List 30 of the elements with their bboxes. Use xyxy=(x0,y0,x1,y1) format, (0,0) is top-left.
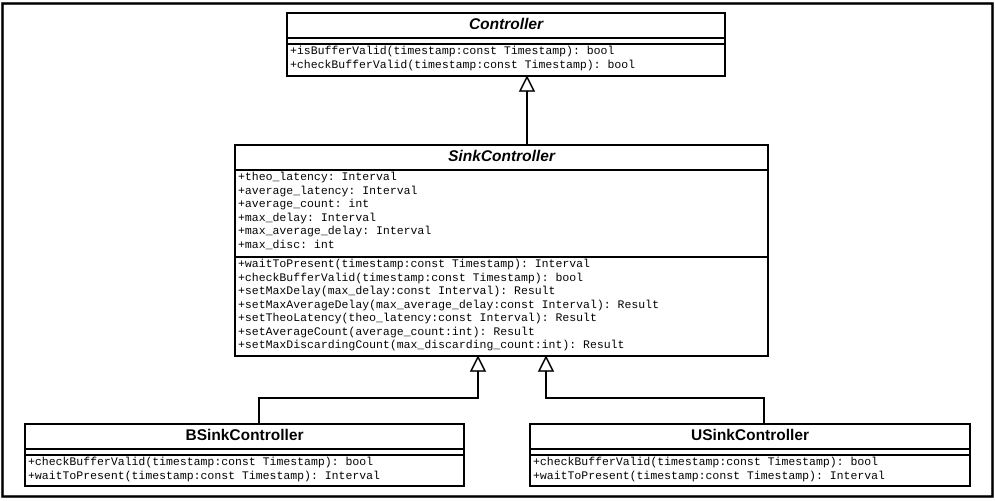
class-member: +waitToPresent(timestamp:const Timestamp): Interval xyxy=(27,470,380,483)
class-member: +waitToPresent(timestamp:const Timestamp): Interval xyxy=(237,258,590,272)
class-name: SinkController xyxy=(448,148,555,165)
class-member: +setMaxDelay(max_delay:const Interval): Result xyxy=(237,285,556,298)
class-box xyxy=(234,144,769,357)
class-member: +waitToPresent(timestamp:const Timestamp): Interval xyxy=(532,470,885,483)
class-name: BSinkController xyxy=(186,427,304,444)
class-member: +setMaxDiscardingCount(max_discarding_count:int): Result xyxy=(237,339,624,352)
class-member: +checkBufferValid(timestamp:const Timestamp): bool xyxy=(27,456,374,470)
class-member: +setMaxAverageDelay(max_average_delay:const Interval): Result xyxy=(237,298,659,312)
class-name: USinkController xyxy=(691,427,809,444)
class-member: +max_average_delay: Interval xyxy=(237,225,432,238)
class-member: +isBufferValid(timestamp:const Timestamp): bool xyxy=(289,45,614,58)
class-member: +max_delay: Interval xyxy=(237,212,376,225)
class-member: +max_disc: int xyxy=(237,238,335,252)
class-box xyxy=(529,423,971,487)
class-member: +average_count: int xyxy=(237,198,370,212)
class-member: +setAverageCount(average_count:int): Result xyxy=(237,326,535,339)
generalization-arrow xyxy=(519,76,535,144)
generalization-arrow xyxy=(538,356,765,423)
class-member: +checkBufferValid(timestamp:const Timestamp): bool xyxy=(289,58,636,72)
class-box xyxy=(24,423,465,487)
class-box xyxy=(286,12,726,77)
class-member: +checkBufferValid(timestamp:const Timestamp): bool xyxy=(532,456,878,470)
class-member: +theo_latency: Interval xyxy=(237,171,397,184)
generalization-arrow xyxy=(258,356,486,423)
class-name: Controller xyxy=(468,16,544,33)
class-member: +checkBufferValid(timestamp:const Timestamp): bool xyxy=(237,272,584,285)
class-member: +setTheoLatency(theo_latency:const Interval): Result xyxy=(237,312,597,326)
class-member: +average_latency: Interval xyxy=(237,184,418,198)
